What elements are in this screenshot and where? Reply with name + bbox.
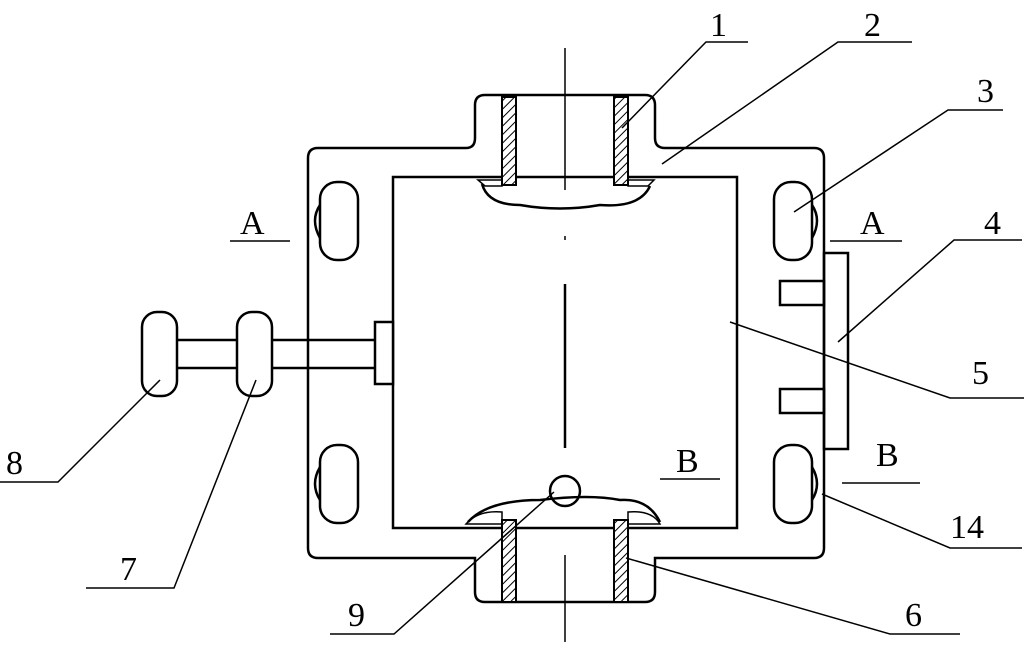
section-mark-b-left: B (676, 443, 699, 480)
outer-housing (306, 93, 826, 604)
adjusting-rod (170, 320, 395, 386)
side-plate (778, 251, 850, 451)
roller-bottom-right (772, 443, 819, 525)
top-bushing (475, 96, 656, 210)
callout-3: 3 (977, 73, 994, 110)
callout-8: 8 (6, 445, 23, 482)
callout-1: 1 (710, 7, 727, 44)
callout-9: 9 (348, 597, 365, 634)
leader-lines (0, 41, 1024, 635)
callout-2: 2 (864, 7, 881, 44)
callout-5: 5 (972, 355, 989, 392)
callout-4: 4 (984, 205, 1001, 242)
section-mark-b-right: B (876, 437, 899, 474)
section-mark-lines (230, 240, 920, 484)
bottom-bushing (464, 495, 662, 603)
callout-14: 14 (950, 509, 984, 546)
roller-top-left (313, 180, 360, 262)
callout-6: 6 (905, 597, 922, 634)
roller-bottom-left (313, 443, 360, 525)
callout-7: 7 (120, 551, 137, 588)
ball (548, 474, 582, 508)
knob-outer (140, 310, 179, 398)
section-mark-a-left: A (240, 205, 265, 242)
roller-top-right (772, 180, 819, 262)
knob-inner (235, 310, 274, 398)
section-mark-a-right: A (860, 205, 885, 242)
